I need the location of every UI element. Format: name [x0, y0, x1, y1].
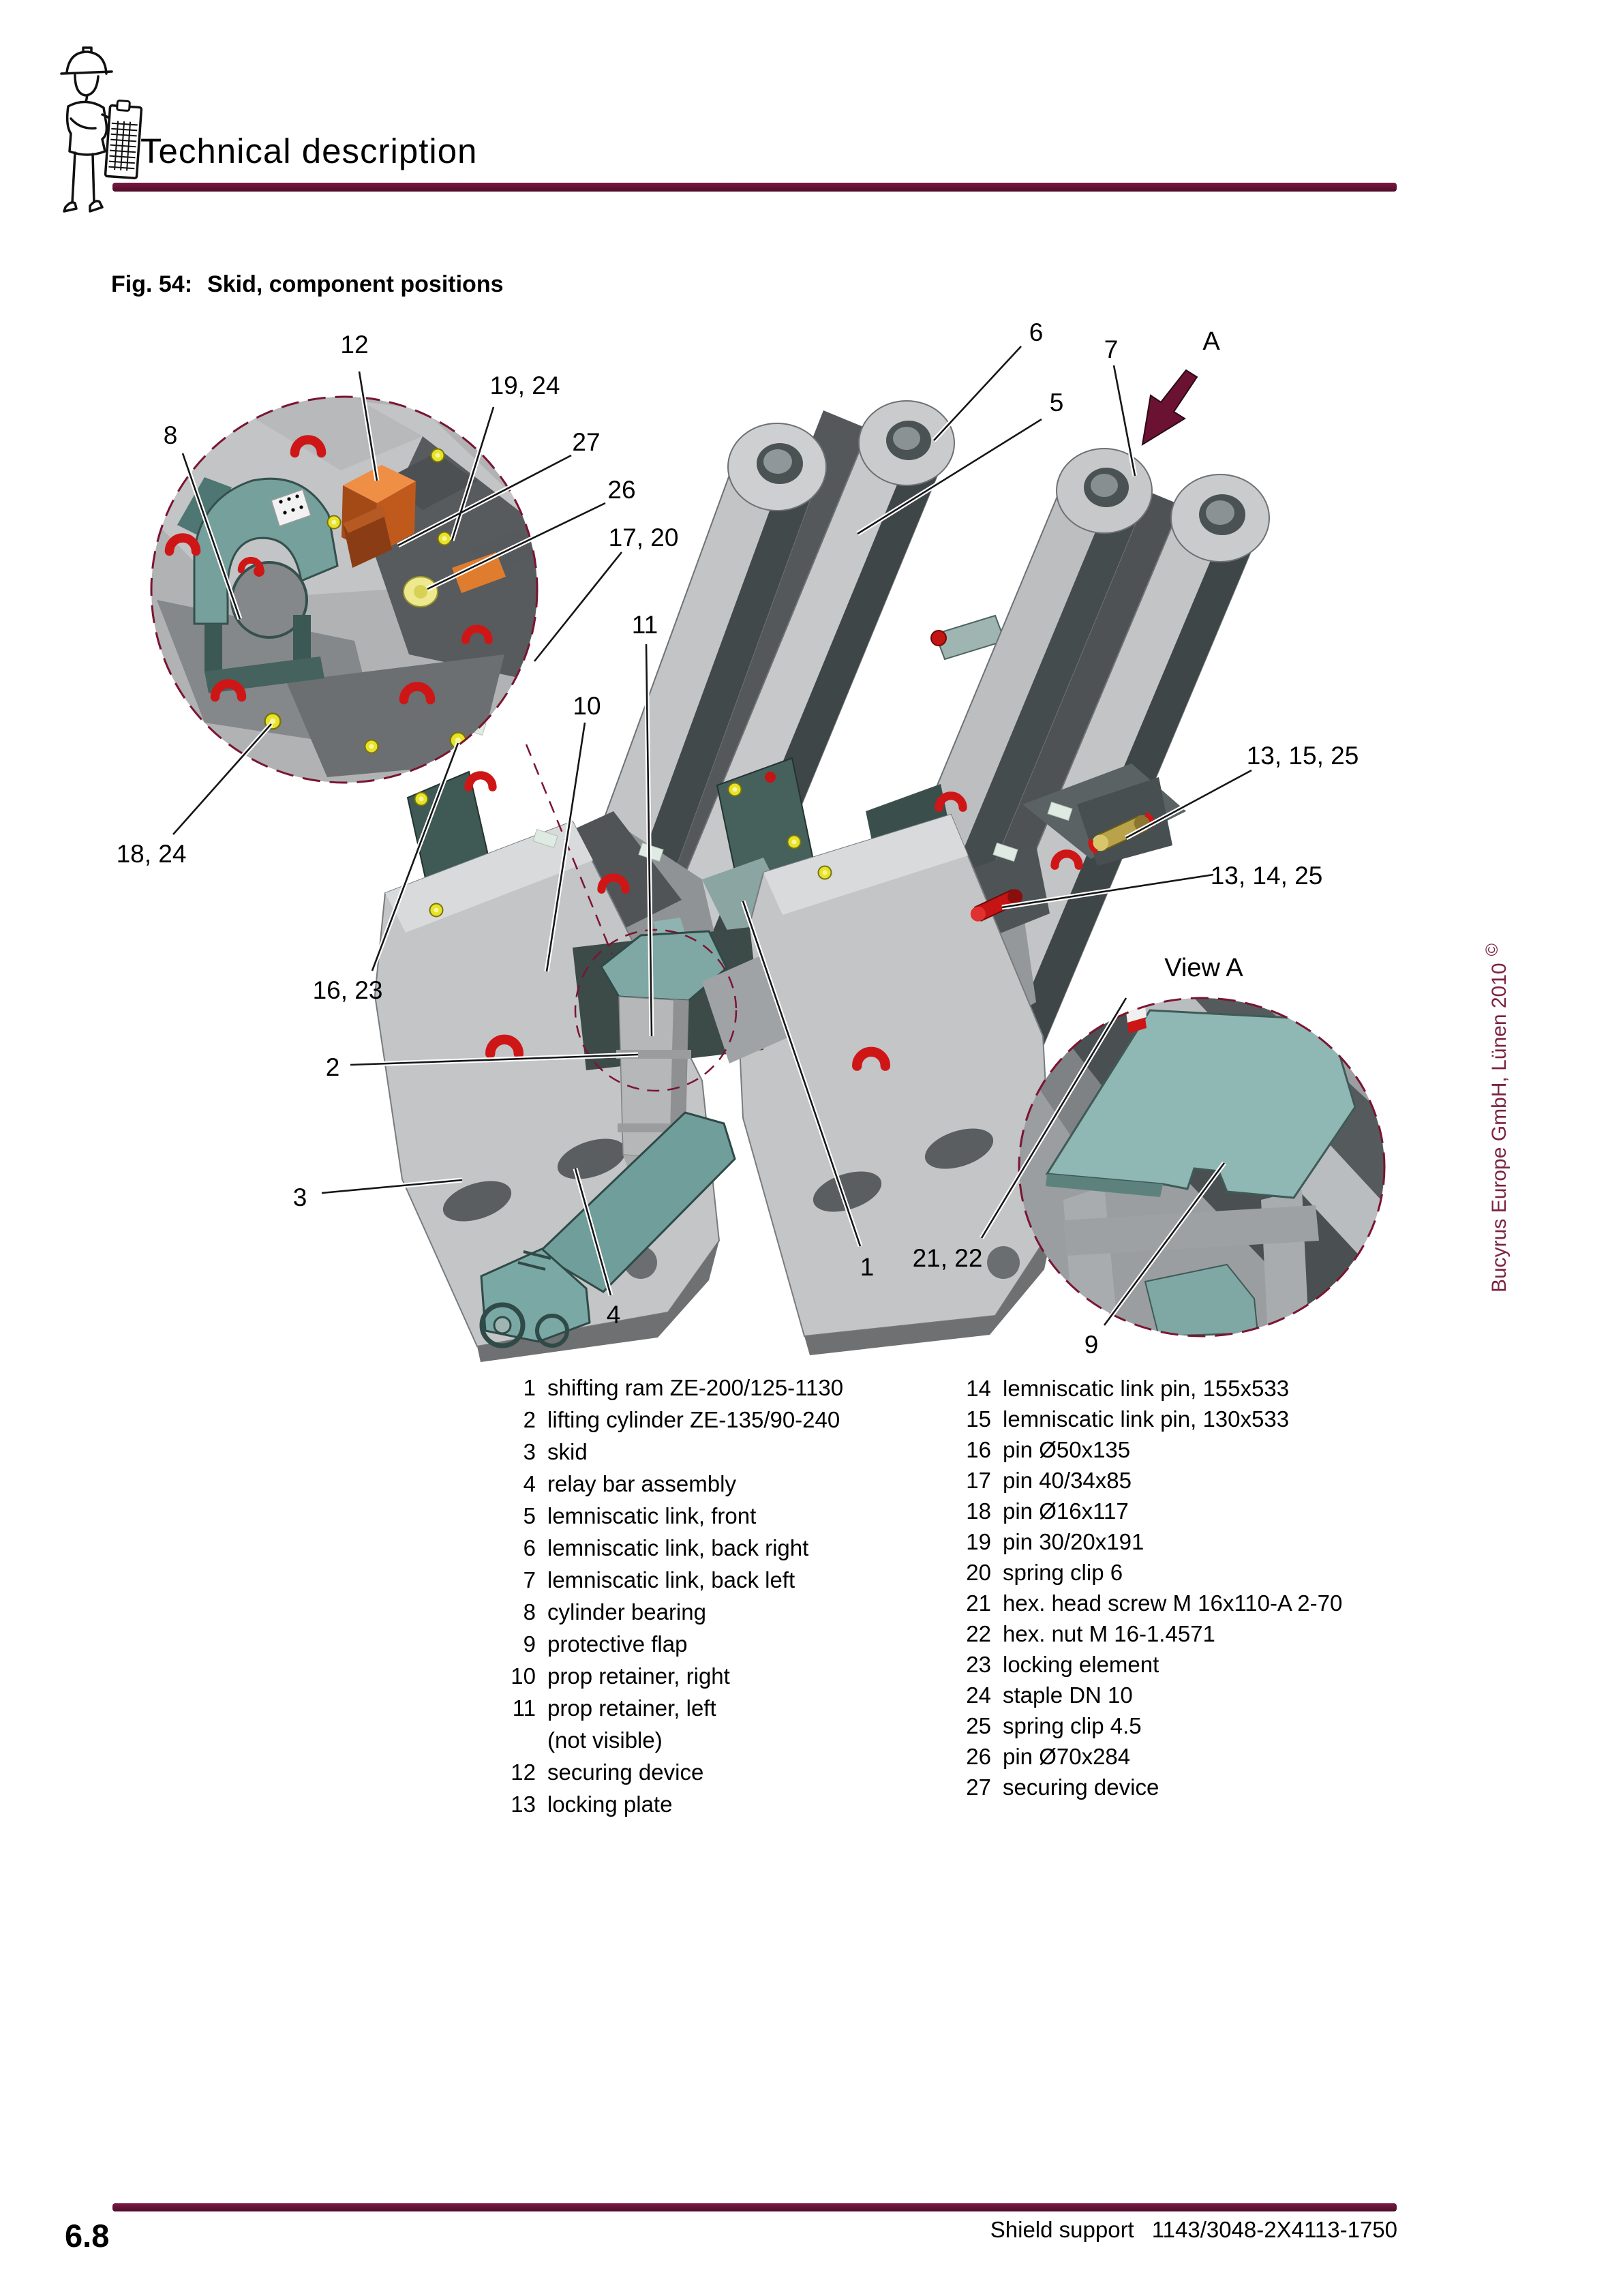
callout-12: 12: [340, 331, 368, 359]
imprint-text: Bucyrus Europe GmbH, Lünen 2010: [1488, 963, 1511, 1293]
view-a-label: View A: [1164, 954, 1243, 982]
securing-device-block: [342, 465, 416, 568]
detail-source-circle: [574, 928, 738, 1092]
callout-10: 10: [573, 692, 601, 720]
skid-assembly: [374, 400, 1270, 1362]
callout-26: 26: [607, 476, 635, 504]
figure-illustration: 12 19, 24 8 27 26 17, 20 11 10 6 5 7 A 1…: [117, 318, 1386, 1362]
page-title: Technical description: [140, 132, 478, 170]
callout-5: 5: [1050, 389, 1064, 417]
link-pin-red: [970, 889, 1023, 922]
lemniscatic-link-pins: [1088, 812, 1155, 854]
figure-caption: Fig. 54: Skid, component positions: [111, 271, 504, 298]
perforated-plate: [271, 489, 312, 527]
detail-circle-border: [150, 395, 539, 784]
callout-7: 7: [1104, 335, 1119, 363]
imprint-vertical-text: Bucyrus Europe GmbH, Lünen 2010 ©: [1483, 943, 1511, 1293]
callout-17-20: 17, 20: [609, 524, 679, 552]
callout-27: 27: [572, 428, 600, 456]
leader-lines: [172, 346, 1252, 1326]
view-a-circle: [1018, 997, 1386, 1338]
callout-11: 11: [632, 611, 658, 639]
callout-18-24: 18, 24: [117, 840, 187, 868]
header-rule: [112, 183, 1397, 192]
copyright-symbol: ©: [1483, 943, 1502, 956]
detail-view-circle: [150, 395, 539, 784]
callout-1: 1: [860, 1253, 875, 1281]
figure-caption-text: Skid, component positions: [207, 271, 504, 297]
securing-device-plate: [452, 552, 506, 593]
lifting-cylinder: [573, 918, 791, 1188]
callout-13-14-25: 13, 14, 25: [1211, 862, 1323, 890]
callout-a: A: [1202, 327, 1220, 356]
callout-2: 2: [326, 1053, 340, 1081]
footer-rule: [112, 2203, 1397, 2211]
footer-doc-line: Shield support 1143/3048-2X4113-1750: [990, 2217, 1397, 2243]
callout-13-15-25: 13, 15, 25: [1247, 742, 1359, 770]
worker-clipboard-icon: [60, 46, 143, 213]
page-number: 6.8: [65, 2218, 110, 2254]
view-direction-arrow: [1141, 369, 1198, 446]
callout-labels: 12 19, 24 8 27 26 17, 20 11 10 6 5 7 A 1…: [117, 318, 1359, 1359]
callout-21-22: 21, 22: [913, 1244, 983, 1272]
clipboard: [104, 100, 143, 180]
callout-8: 8: [164, 421, 178, 449]
view-a-circle-border: [1018, 997, 1386, 1338]
callout-19-24: 19, 24: [490, 372, 560, 399]
relay-bar: [479, 1111, 736, 1348]
callout-6: 6: [1029, 318, 1044, 346]
footer-doc-title: Shield support: [990, 2217, 1134, 2242]
protective-flap: [1045, 1009, 1356, 1199]
callout-16-23: 16, 23: [313, 976, 383, 1004]
figure-caption-label: Fig. 54:: [111, 271, 193, 297]
footer-doc-number: 1143/3048-2X4113-1750: [1151, 2217, 1397, 2242]
callout-9: 9: [1084, 1331, 1099, 1359]
parts-row: (not visible): [547, 1727, 663, 1753]
callout-4: 4: [607, 1301, 621, 1329]
callout-3: 3: [293, 1183, 307, 1211]
